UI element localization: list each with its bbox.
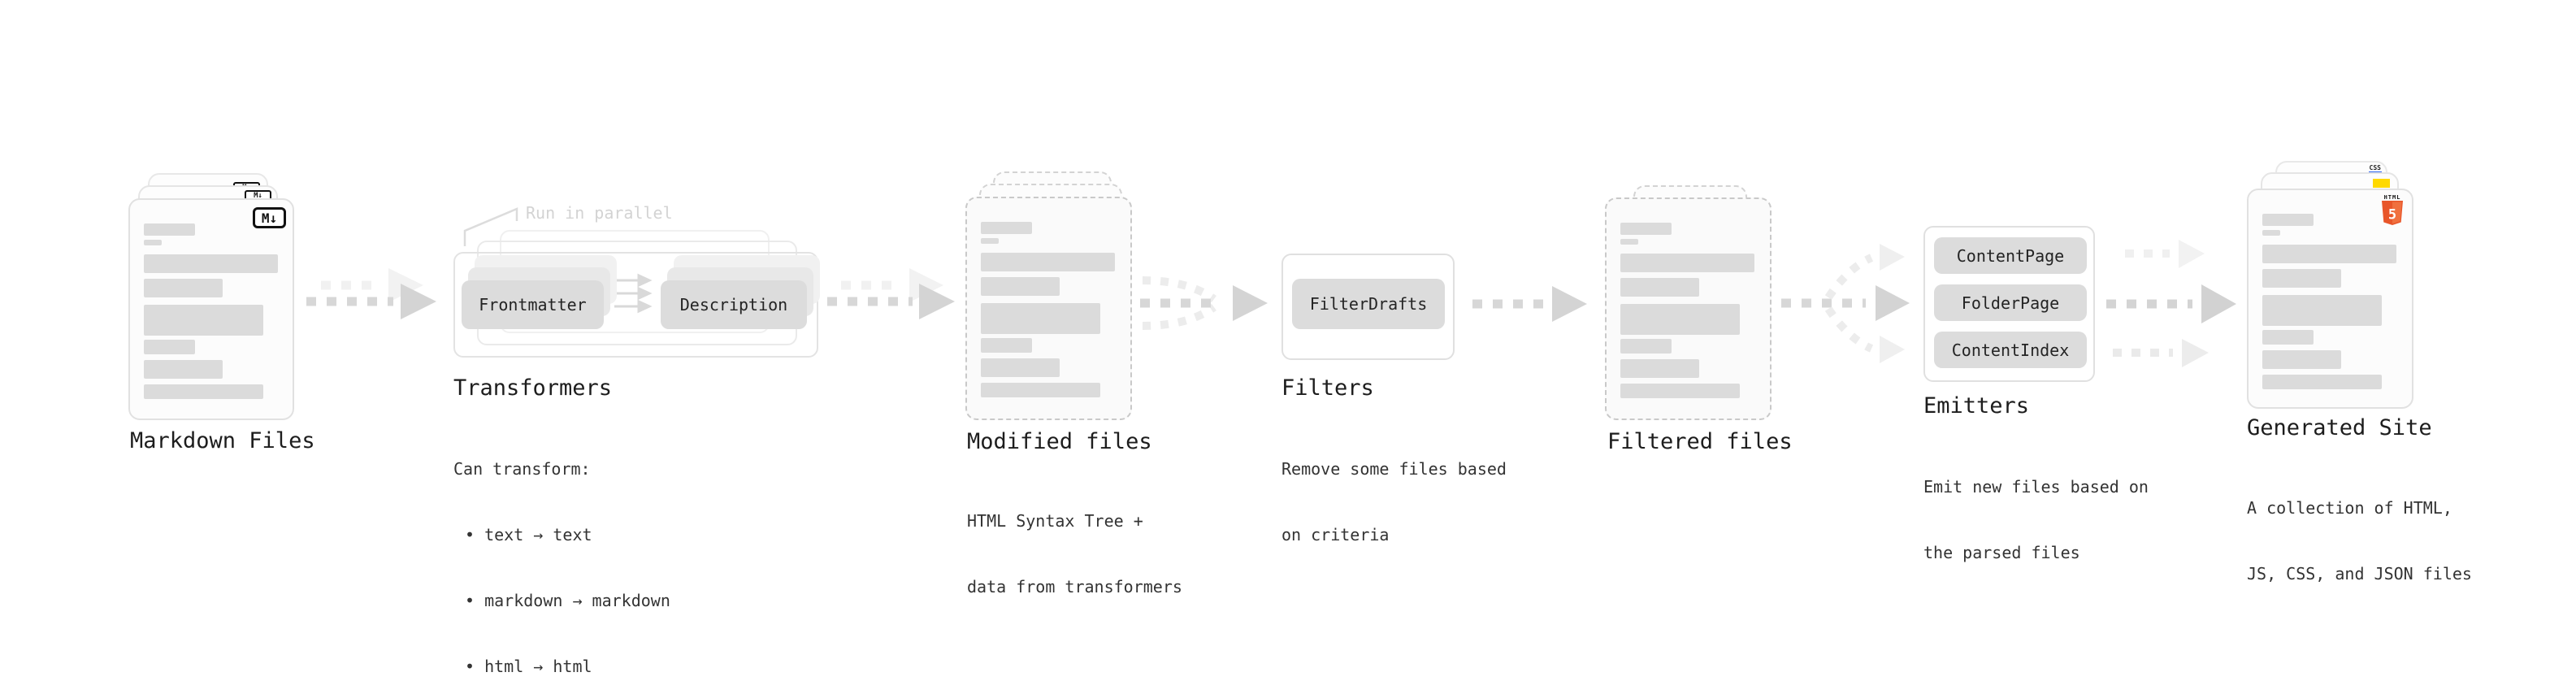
contentpage-node: ContentPage [1934,237,2087,274]
document-skeleton [1620,223,1754,398]
filters-description: Remove some files based on criteria [1281,414,1507,590]
filters-desc-line: Remove some files based [1281,459,1507,479]
transformer-inner-arrows [614,273,653,314]
generated-site-title: Generated Site [2247,415,2432,440]
transformer-frame [453,252,818,358]
html5-badge-icon: HTML 5 [2382,194,2403,228]
emitters-description: Emit new files based on the parsed files [1923,432,2149,608]
modified-desc-line: data from transformers [967,577,1182,596]
generated-site-description: A collection of HTML, JS, CSS, and JSON … [2247,453,2472,629]
document-skeleton [2262,214,2396,389]
generated-desc-line: A collection of HTML, [2247,498,2452,518]
filters-desc-line: on criteria [1281,525,1390,544]
transformers-title: Transformers [453,375,613,401]
document-skeleton [981,222,1115,397]
filterdrafts-node: FilterDrafts [1292,279,1445,329]
js-badge-icon [2373,179,2390,188]
arrow-markdown-to-transformers [306,268,436,319]
html5-word: HTML [2383,194,2401,201]
modified-files-description: HTML Syntax Tree + data from transformer… [967,466,1182,642]
arrow-modified-to-filters-converge [1140,276,1268,330]
transformers-bullet: • markdown → markdown [465,591,670,610]
document-skeleton [144,223,278,399]
transformers-bullet: • html → html [465,657,592,676]
html5-shield: 5 [2382,201,2403,225]
run-in-parallel-leader-line [463,207,518,246]
run-in-parallel-note: Run in parallel [526,203,673,223]
markdown-badge-icon: M↓ [253,207,286,228]
arrows-emitters-to-generated [2106,240,2236,367]
generated-site-card: HTML 5 [2247,189,2413,409]
folderpage-node: FolderPage [1934,284,2087,321]
modified-desc-line: HTML Syntax Tree + [967,511,1143,531]
arrow-transformers-to-modified [827,268,955,319]
emitters-desc-line: Emit new files based on [1923,477,2149,497]
transformers-desc-heading: Can transform: [453,459,591,479]
filtered-files-title: Filtered files [1607,429,1793,454]
transformers-description: Can transform: • text → text • markdown … [453,414,670,681]
svg-text:5: 5 [2388,207,2396,223]
filters-title: Filters [1281,375,1374,401]
contentindex-node: ContentIndex [1934,332,2087,368]
emitters-desc-line: the parsed files [1923,543,2080,562]
markdown-files-title: Markdown Files [130,428,315,453]
frontmatter-node: Frontmatter [462,280,604,329]
filtered-file-card [1605,197,1772,420]
transformers-bullet: • text → text [465,525,592,544]
modified-files-title: Modified files [967,429,1152,454]
arrow-filters-to-filtered [1472,286,1587,322]
generated-desc-line: JS, CSS, and JSON files [2247,564,2472,583]
markdown-file-card: M↓ [128,198,294,420]
description-node: Description [661,280,807,329]
modified-file-card [965,197,1132,420]
emitters-title: Emitters [1923,393,2030,419]
arrow-filtered-to-emitters-diverge [1781,244,1910,363]
